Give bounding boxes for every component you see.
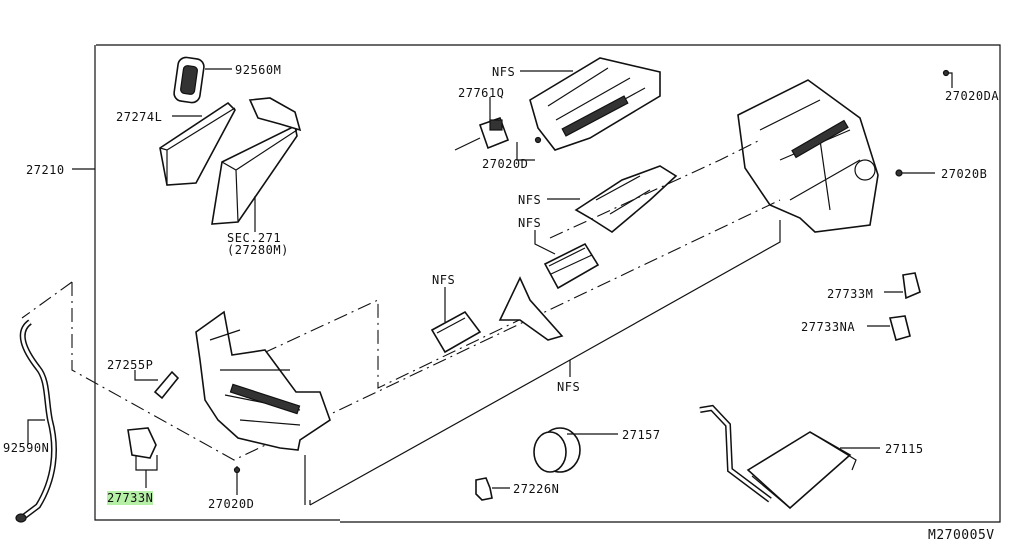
assembly-frame bbox=[94, 44, 1001, 523]
callout-nfs-door[interactable]: NFS bbox=[432, 273, 456, 287]
callout-92590n[interactable]: 92590N bbox=[3, 441, 50, 455]
part-nfs-bracket-icon bbox=[547, 165, 678, 233]
callout-92560m[interactable]: 92560M bbox=[235, 63, 282, 77]
callout-27020da[interactable]: 27020DA bbox=[945, 89, 1000, 103]
part-nfs-frame-icon bbox=[534, 230, 600, 290]
part-27733m-icon bbox=[884, 272, 921, 300]
part-27157-icon bbox=[533, 427, 618, 473]
part-upper-housing-icon bbox=[520, 57, 661, 151]
part-27255p-icon bbox=[134, 370, 180, 400]
callout-27210[interactable]: 27210 bbox=[26, 163, 65, 177]
part-27274l-icon bbox=[159, 101, 236, 186]
callout-nfs-main[interactable]: NFS bbox=[557, 380, 581, 394]
callout-27020d-bottom[interactable]: 27020D bbox=[208, 497, 255, 511]
part-evaporator-icon bbox=[211, 97, 302, 232]
part-27115-heater-icon bbox=[699, 404, 880, 510]
callout-27226n[interactable]: 27226N bbox=[513, 482, 560, 496]
part-27226n-icon bbox=[475, 477, 510, 501]
callout-27020b[interactable]: 27020B bbox=[941, 167, 988, 181]
callout-27020d-top[interactable]: 27020D bbox=[482, 157, 529, 171]
callout-27761q[interactable]: 27761Q bbox=[458, 86, 505, 100]
callout-27115[interactable]: 27115 bbox=[885, 442, 924, 456]
part-92560m-icon bbox=[173, 56, 232, 104]
part-92590n-hose-icon bbox=[15, 319, 57, 523]
part-lower-housing-icon bbox=[195, 310, 331, 505]
callout-27733n[interactable]: 27733N bbox=[107, 491, 154, 505]
callout-sec-271[interactable]: SEC.271 bbox=[227, 231, 282, 245]
part-main-housing-icon bbox=[737, 79, 879, 233]
callout-27255p[interactable]: 27255P bbox=[107, 358, 154, 372]
part-27733na-icon bbox=[867, 315, 911, 341]
callout-nfs-bracket[interactable]: NFS bbox=[518, 193, 542, 207]
callout-nfs-upper-housing[interactable]: NFS bbox=[492, 65, 516, 79]
diagram-reference-code: M270005V bbox=[928, 528, 995, 543]
callout-27274l[interactable]: 27274L bbox=[116, 110, 163, 124]
part-nfs-door-icon bbox=[430, 276, 564, 354]
part-27733n-icon bbox=[127, 427, 158, 488]
callout-27280m[interactable]: (27280M) bbox=[227, 243, 289, 257]
callout-27733na[interactable]: 27733NA bbox=[801, 320, 856, 334]
part-27761q-icon bbox=[454, 97, 510, 151]
callout-27733m[interactable]: 27733M bbox=[827, 287, 874, 301]
callout-27157[interactable]: 27157 bbox=[622, 428, 661, 442]
callout-nfs-frame[interactable]: NFS bbox=[518, 216, 542, 230]
